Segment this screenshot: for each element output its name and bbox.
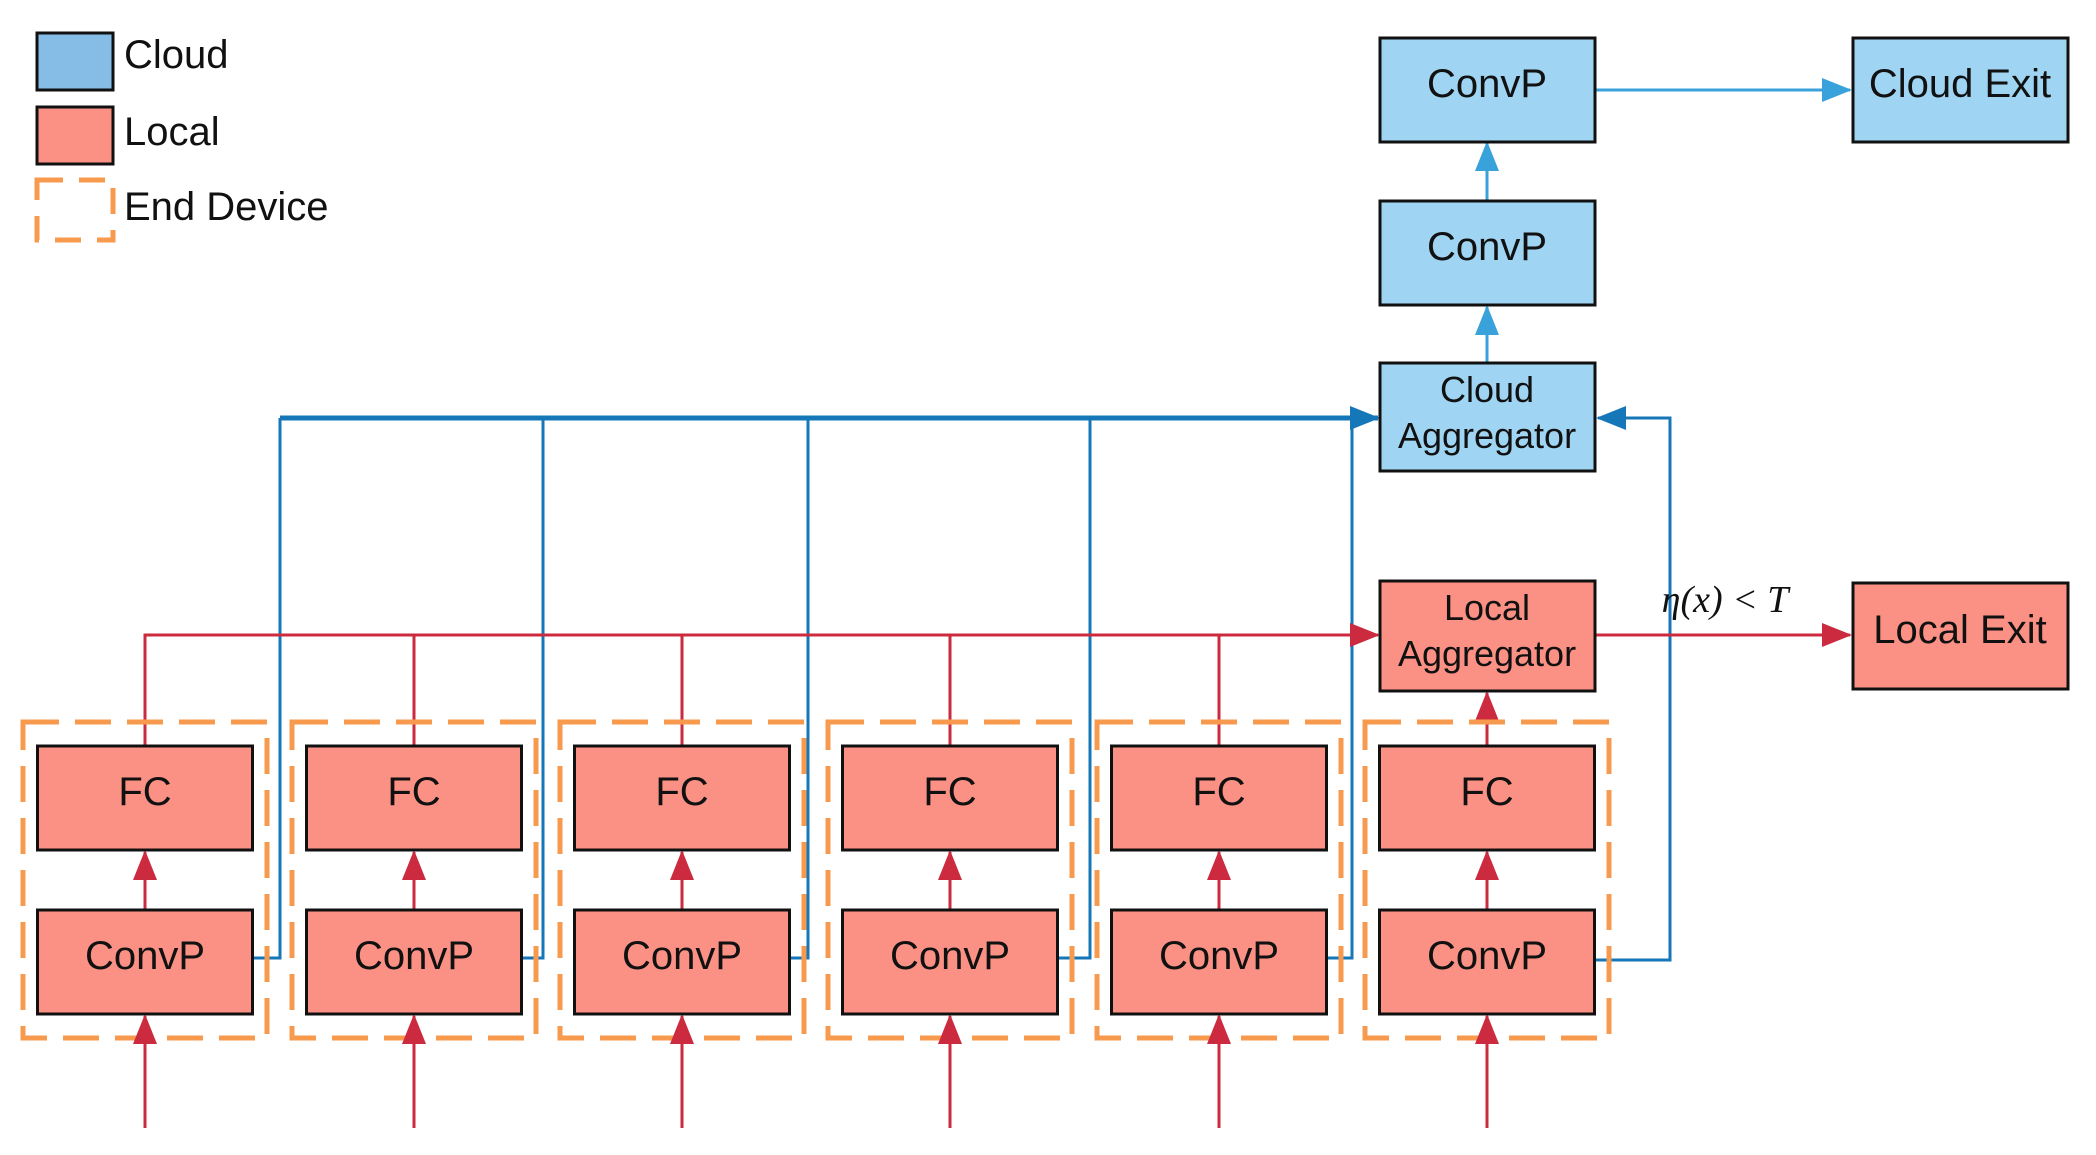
legend-cloud-swatch (35, 31, 115, 92)
cloud-convp-mid-label: ConvP (1427, 225, 1547, 269)
convp-box (841, 908, 1059, 1016)
local-exit-label: Local Exit (1873, 608, 2046, 652)
convp-label: ConvP (1427, 934, 1547, 978)
fc-label: FC (387, 770, 440, 814)
convp-label: ConvP (85, 934, 205, 978)
fc-label: FC (923, 770, 976, 814)
local-exit-box (1851, 581, 2070, 691)
cloud-aggregator-label-line2: Aggregator (1398, 415, 1576, 456)
cloud-convp-mid-box (1378, 199, 1597, 307)
fc-box (36, 744, 254, 852)
local-aggregator-label-line2: Aggregator (1398, 633, 1576, 674)
legend: Cloud Local End Device (34, 31, 329, 243)
local-aggregator-box (1378, 579, 1597, 693)
end-device-6: FC ConvP (1362, 719, 1612, 1128)
fc-box (573, 744, 791, 852)
legend-cloud-label: Cloud (124, 33, 229, 77)
threshold-condition-label: η(x) < T (1662, 579, 1792, 621)
end-device-1: FC ConvP (20, 719, 270, 1128)
end-device-4: FC ConvP (825, 719, 1075, 1128)
end-device-2: FC ConvP (289, 719, 539, 1128)
cloud-aggregator-label-line1: Cloud (1440, 369, 1534, 410)
fc-label: FC (1192, 770, 1245, 814)
convp-label: ConvP (354, 934, 474, 978)
cloud-convp-top-box (1378, 36, 1597, 144)
convp-label: ConvP (890, 934, 1010, 978)
fc-box (1110, 744, 1328, 852)
legend-end-device-swatch (34, 177, 116, 243)
convp-box (36, 908, 254, 1016)
convp-label: ConvP (622, 934, 742, 978)
fc-label: FC (118, 770, 171, 814)
fc-box (305, 744, 523, 852)
convp-box (305, 908, 523, 1016)
legend-end-device-label: End Device (124, 185, 329, 229)
local-aggregator-label-line1: Local (1444, 587, 1530, 628)
local-column: Local Aggregator η(x) < T Local Exit (1378, 579, 2070, 745)
end-device-5: FC ConvP (1094, 719, 1344, 1128)
cloud-column: ConvP ConvP Cloud Aggregator Cloud Exit (1378, 36, 2070, 473)
cloud-aggregator-box (1378, 361, 1597, 473)
end-device-3: FC ConvP (557, 719, 807, 1128)
end-devices: FC ConvP FC ConvP FC ConvP FC ConvP FC ConvP FC Con… (20, 719, 1612, 1128)
legend-local-label: Local (124, 110, 220, 154)
fc-box (1378, 744, 1596, 852)
fc-label: FC (1460, 770, 1513, 814)
fc-box (841, 744, 1059, 852)
cloud-convp-top-label: ConvP (1427, 62, 1547, 106)
legend-local-swatch (35, 105, 115, 166)
fc-label: FC (655, 770, 708, 814)
local-connection-lines (143, 623, 1852, 745)
cloud-connection-lines (252, 406, 1672, 962)
convp-box (1110, 908, 1328, 1016)
cloud-exit-label: Cloud Exit (1869, 62, 2051, 106)
cloud-exit-box (1851, 36, 2070, 144)
convp-box (1378, 908, 1596, 1016)
convp-box (573, 908, 791, 1016)
convp-label: ConvP (1159, 934, 1279, 978)
